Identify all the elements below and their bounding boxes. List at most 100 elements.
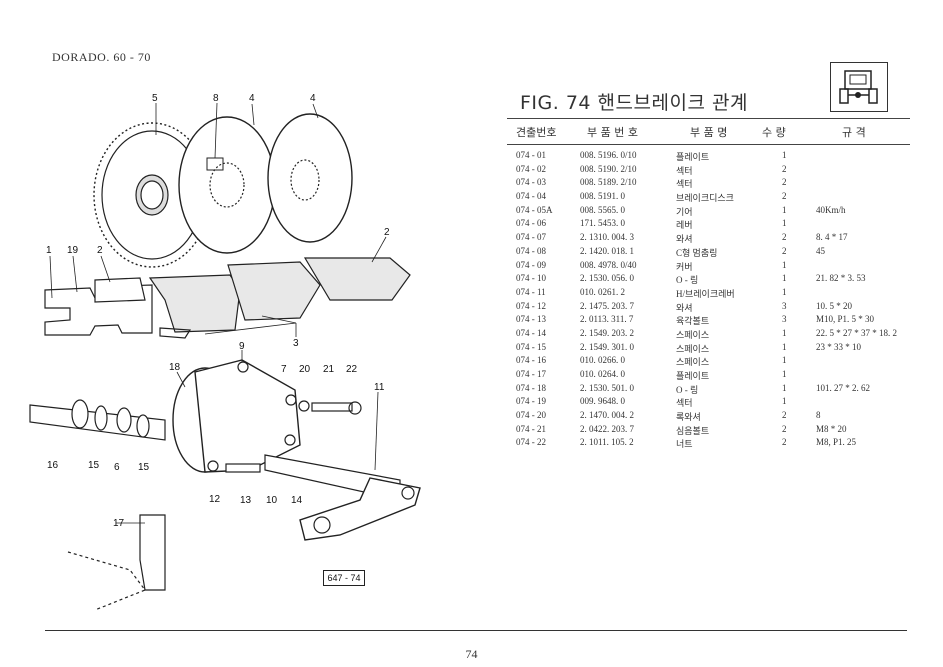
cell-part: 2. 1420. 018. 1 <box>580 245 634 256</box>
table-row: 074 - 08 2. 1420. 018. 1 C형 멈춤링 2 45 <box>512 246 912 260</box>
cell-spec: 45 <box>816 245 825 256</box>
cell-name: 브레이크디스크 <box>676 193 734 204</box>
cell-part: 2. 1549. 203. 2 <box>580 327 634 338</box>
cell-qty: 1 <box>782 204 787 215</box>
callout-20: 20 <box>299 364 311 375</box>
page-number: 74 <box>465 647 478 661</box>
cell-ref: 074 - 22 <box>516 437 546 448</box>
cell-name: 기어 <box>676 206 693 217</box>
cell-name: 스페이스 <box>676 357 710 368</box>
column-header-spec: 규 격 <box>842 126 866 139</box>
cell-name: 플레이트 <box>676 152 710 162</box>
callout-4a: 4 <box>249 93 255 104</box>
cell-ref: 074 - 08 <box>516 245 546 256</box>
cell-part: 2. 1549. 301. 0 <box>580 341 634 352</box>
exploded-diagram: 5 8 4 4 1 19 2 2 3 18 9 7 20 21 22 11 16… <box>29 93 421 611</box>
parts-table: 074 - 01 008. 5196. 0/10 플레이트 1 074 - 02 008.… <box>512 150 912 451</box>
callout-2b: 2 <box>384 227 390 238</box>
callout-22: 22 <box>346 364 358 375</box>
cell-ref: 074 - 21 <box>516 423 546 434</box>
cell-qty: 1 <box>782 327 787 338</box>
cell-ref: 074 - 07 <box>516 232 546 243</box>
cell-qty: 1 <box>782 259 787 270</box>
cell-qty: 2 <box>782 191 787 202</box>
cell-spec: 40Km/h <box>816 204 846 215</box>
column-header-part-number: 부 품 번 호 <box>587 126 638 139</box>
cell-qty: 1 <box>782 218 787 229</box>
cell-name: 섹터 <box>676 179 693 190</box>
cell-qty: 2 <box>782 245 787 256</box>
callout-17: 17 <box>113 518 125 529</box>
cell-part: 010. 0266. 0 <box>580 355 625 366</box>
cell-ref: 074 - 05A <box>516 204 553 215</box>
cell-ref: 074 - 01 <box>516 150 546 160</box>
cell-ref: 074 - 20 <box>516 410 546 421</box>
table-row: 074 - 16 010. 0266. 0 스페이스 1 <box>512 355 912 369</box>
column-header-quantity: 수 량 <box>762 126 786 139</box>
cell-name: C형 멈춤링 <box>676 247 718 258</box>
cell-qty: 2 <box>782 232 787 243</box>
cell-qty: 1 <box>782 150 787 160</box>
cell-ref: 074 - 06 <box>516 218 546 229</box>
callout-1: 1 <box>46 245 52 256</box>
callout-9: 9 <box>239 341 245 352</box>
cell-ref: 074 - 16 <box>516 355 546 366</box>
cell-qty: 2 <box>782 177 787 188</box>
cell-part: 008. 4978. 0/40 <box>580 259 637 270</box>
cell-spec: 21. 82 * 3. 53 <box>816 273 866 284</box>
cell-part: 2. 0422. 203. 7 <box>580 423 634 434</box>
cell-part: 010. 0261. 2 <box>580 286 625 297</box>
cell-ref: 074 - 11 <box>516 286 546 297</box>
cell-ref: 074 - 02 <box>516 163 546 174</box>
diagram-reference-label: 647 - 74 <box>323 570 365 586</box>
cell-qty: 1 <box>782 355 787 366</box>
cell-part: 2. 1530. 056. 0 <box>580 273 634 284</box>
cell-qty: 2 <box>782 437 787 448</box>
callout-15b: 15 <box>138 462 150 473</box>
cell-part: 008. 5196. 0/10 <box>580 150 637 160</box>
column-header-part-name: 부 품 명 <box>690 126 728 139</box>
cell-qty: 2 <box>782 423 787 434</box>
table-row: 074 - 01 008. 5196. 0/10 플레이트 1 <box>512 150 912 164</box>
cell-ref: 074 - 03 <box>516 177 546 188</box>
cell-spec: 22. 5 * 27 * 37 * 18. 2 <box>816 327 897 338</box>
cell-ref: 074 - 19 <box>516 396 546 407</box>
table-row: 074 - 21 2. 0422. 203. 7 심음볼트 2 M8 * 20 <box>512 424 912 438</box>
callout-8: 8 <box>213 93 219 104</box>
cell-part: 010. 0264. 0 <box>580 369 625 379</box>
cell-qty: 1 <box>782 286 787 297</box>
cell-name: 와셔 <box>676 234 693 245</box>
callout-2a: 2 <box>97 245 103 256</box>
callout-10: 10 <box>266 495 278 506</box>
cell-qty: 1 <box>782 382 787 393</box>
cell-ref: 074 - 15 <box>516 341 546 352</box>
tractor-thumbnail-icon <box>830 62 888 112</box>
cell-spec: M10, P1. 5 * 30 <box>816 314 875 325</box>
model-label: DORADO. 60 - 70 <box>52 50 151 64</box>
cell-part: 008. 5189. 2/10 <box>580 177 637 188</box>
cell-spec: M8 * 20 <box>816 423 847 434</box>
cell-qty: 3 <box>782 314 787 325</box>
cell-qty: 1 <box>782 273 787 284</box>
cell-part: 008. 5190. 2/10 <box>580 163 637 174</box>
cell-spec: M8, P1. 25 <box>816 437 857 448</box>
cell-spec: 101. 27 * 2. 62 <box>816 382 870 393</box>
cell-ref: 074 - 10 <box>516 273 546 284</box>
cell-name: 심음볼트 <box>676 425 710 436</box>
cell-name: O - 링 <box>676 384 699 395</box>
cell-name: 육각볼트 <box>676 316 710 327</box>
table-row: 074 - 03 008. 5189. 2/10 섹터 2 <box>512 177 912 191</box>
cell-qty: 2 <box>782 163 787 174</box>
cell-name: 커버 <box>676 261 693 272</box>
table-header-rule <box>507 144 910 145</box>
cell-qty: 1 <box>782 341 787 352</box>
